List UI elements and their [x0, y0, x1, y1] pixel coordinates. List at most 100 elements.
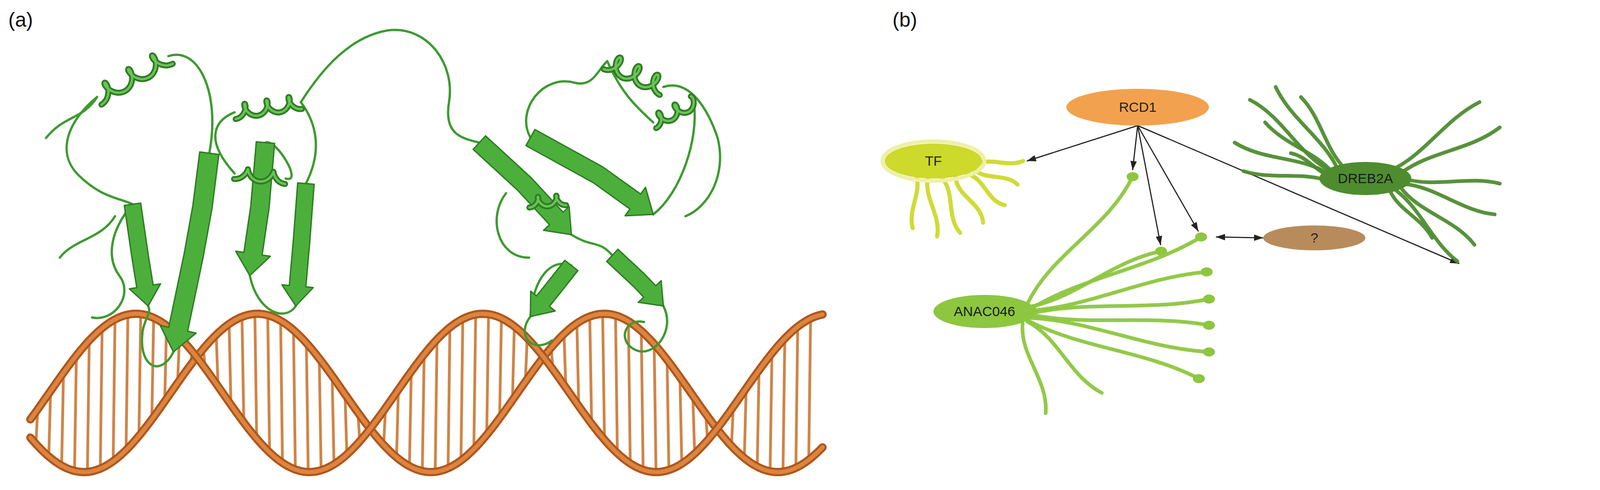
tentacle [1028, 320, 1199, 379]
protein-ribbon [46, 29, 720, 367]
alpha-helix-highlight [656, 96, 694, 128]
tentacle [911, 175, 918, 229]
panel-label: (a) [8, 8, 34, 31]
node-ellipse [1263, 225, 1366, 251]
beta-strand [124, 202, 161, 306]
base-pair [61, 372, 64, 466]
panel-label-box: (a) [8, 8, 34, 32]
alpha-helix [235, 97, 302, 120]
base-pair [448, 327, 450, 469]
tentacle [1243, 171, 1328, 181]
protein-loop [66, 97, 133, 205]
protein-loop [300, 102, 317, 184]
base-pair [589, 316, 592, 424]
ellipse-glow [882, 141, 985, 181]
base-pair [628, 321, 631, 464]
alpha-helix [603, 57, 660, 95]
base-pair [138, 314, 141, 437]
base-pair [667, 359, 669, 471]
dna-backbone [30, 313, 823, 472]
base-pair [280, 320, 283, 463]
base-pair [486, 314, 489, 435]
node-shape [879, 140, 1036, 243]
tentacle [1265, 122, 1334, 173]
protein-loop [168, 54, 213, 154]
base-pair [293, 330, 296, 470]
tentacle [1275, 86, 1338, 170]
interaction-arrow [1026, 125, 1138, 162]
alpha-helix [529, 195, 567, 208]
base-pair [460, 318, 463, 461]
binding-motif [1200, 267, 1213, 277]
protein-loop [300, 29, 480, 143]
base-pair [100, 328, 103, 469]
node-ellipse [933, 294, 1036, 329]
tentacle [1022, 323, 1046, 414]
tentacle [1399, 127, 1500, 174]
beta-strand [530, 260, 578, 317]
tentacle [1300, 97, 1345, 169]
base-pair [499, 318, 502, 419]
base-pair [332, 375, 334, 465]
base-pair [602, 313, 605, 440]
binding-motif [1195, 232, 1208, 242]
base-pair [679, 377, 682, 464]
protein-loop [624, 305, 668, 352]
binding-motif [1155, 246, 1168, 256]
node-shape [930, 163, 1225, 421]
base-pair [241, 316, 244, 423]
node-label-box: TF [925, 153, 943, 170]
dna-helix [30, 313, 823, 472]
base-pair [306, 342, 309, 472]
base-pair [512, 326, 515, 400]
base-pair [576, 323, 579, 407]
node-label: DREB2A [1337, 170, 1393, 186]
base-pair [254, 313, 257, 439]
binding-motif [1126, 172, 1139, 182]
tentacle [955, 176, 984, 223]
binding-motif [1202, 347, 1215, 357]
node-label-box: ? [1310, 230, 1319, 247]
base-pair [74, 355, 77, 472]
interaction-arrow [1137, 125, 1161, 246]
alpha-helix-highlight [235, 97, 302, 120]
binding-motif [1192, 374, 1205, 384]
alpha-helix-highlight [529, 195, 567, 208]
base-pair [435, 339, 438, 472]
node-ellipse [884, 143, 983, 179]
protein-loop [526, 61, 608, 138]
alpha-helix-highlight [101, 55, 173, 105]
protein-loop [571, 234, 613, 256]
tentacle [1390, 192, 1433, 238]
binding-motif [1202, 294, 1215, 304]
beta-strand [282, 183, 315, 306]
interaction-arrow [1215, 236, 1264, 238]
node-label: ? [1310, 230, 1319, 246]
unknown-partner: ? [1263, 225, 1366, 251]
base-pair [782, 338, 785, 472]
tentacle [1406, 179, 1500, 184]
base-pair [744, 388, 747, 459]
base-pair [615, 315, 618, 454]
base-pair [808, 318, 811, 460]
tentacle [1392, 102, 1480, 170]
beta-strand [606, 249, 664, 306]
base-pair [126, 314, 128, 451]
node-ellipse [1319, 161, 1412, 196]
tentacle [1030, 236, 1202, 309]
base-pair [319, 358, 322, 471]
tentacle [1404, 184, 1495, 215]
node-label-box: DREB2A [1337, 170, 1393, 187]
tentacle [927, 177, 939, 237]
node-label: RCD1 [1118, 99, 1157, 115]
node-label: TF [925, 153, 943, 169]
base-pair [795, 326, 798, 468]
panel-label-box: (b) [892, 8, 918, 32]
alpha-helix [656, 96, 694, 128]
interaction-arrow [1132, 125, 1138, 171]
base-pair [87, 340, 90, 472]
node-label-box: ANAC046 [953, 303, 1015, 320]
node-ellipse [1066, 88, 1209, 126]
